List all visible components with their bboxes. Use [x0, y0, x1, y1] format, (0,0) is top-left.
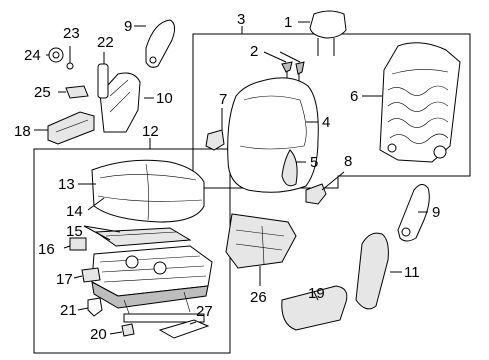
callout-17: 17 [56, 271, 73, 288]
lever-knob [65, 85, 89, 99]
front-shield [47, 111, 95, 145]
callout-15: 15 [66, 223, 83, 240]
callout-13: 13 [58, 176, 75, 193]
callout-24: 24 [24, 47, 41, 64]
callout-4: 4 [322, 114, 330, 131]
motor [81, 267, 101, 283]
recliner-cover [397, 184, 430, 242]
callout-20: 20 [90, 326, 107, 343]
callout-9b: 9 [432, 204, 440, 221]
callout-12: 12 [142, 123, 159, 140]
callout-21: 21 [60, 302, 77, 319]
switch-module [69, 237, 87, 251]
callout-19: 19 [308, 285, 325, 302]
rail-cover [158, 319, 210, 339]
outer-shield [355, 232, 389, 310]
callout-5: 5 [310, 154, 318, 171]
headrest [309, 10, 347, 56]
bolt [66, 46, 74, 70]
callout-7: 7 [219, 91, 227, 108]
callout-22: 22 [97, 34, 114, 51]
leader-lines [34, 21, 428, 335]
callout-3: 3 [237, 11, 245, 28]
handle [97, 63, 109, 99]
seatback-bracket [205, 129, 225, 151]
callout-1: 1 [284, 14, 292, 31]
callout-18: 18 [14, 123, 31, 140]
side-shield [99, 72, 141, 133]
callout-6: 6 [350, 88, 358, 105]
callout-14: 14 [66, 203, 83, 220]
callout-10: 10 [156, 90, 173, 107]
callout-16: 16 [38, 241, 55, 258]
lower-clip [305, 183, 327, 205]
callout-2: 2 [250, 43, 258, 60]
seatback-cushion [227, 77, 319, 193]
washer [48, 47, 64, 63]
under-seat-tray [225, 213, 297, 269]
callout-11: 11 [404, 264, 420, 281]
callout-8: 8 [344, 153, 352, 170]
bezel-cover [281, 285, 348, 331]
upper-trim-cover [145, 19, 176, 68]
shield-cap [87, 297, 103, 317]
callout-26: 26 [250, 289, 267, 306]
seatback-frame [379, 42, 461, 163]
seat-track-frame [91, 245, 213, 323]
callout-25: 25 [34, 84, 51, 101]
seat-cushion [91, 159, 205, 223]
small-clip [121, 323, 135, 337]
callout-27: 27 [196, 303, 213, 320]
callout-23: 23 [63, 25, 80, 42]
callout-9a: 9 [124, 18, 132, 35]
